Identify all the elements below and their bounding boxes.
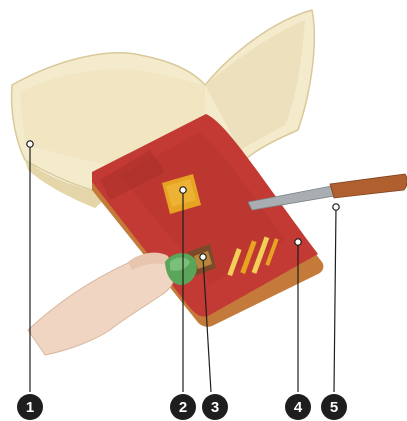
callout-3-gilder-tip: 3: [202, 394, 228, 420]
callout-1-cloth: 1: [17, 394, 43, 420]
callout-4-gilder-cushion: 4: [285, 394, 311, 420]
callout-5-gilder-knife: 5: [321, 394, 347, 420]
callout-2-gold-leaf: 2: [170, 394, 196, 420]
hand: [28, 253, 197, 355]
